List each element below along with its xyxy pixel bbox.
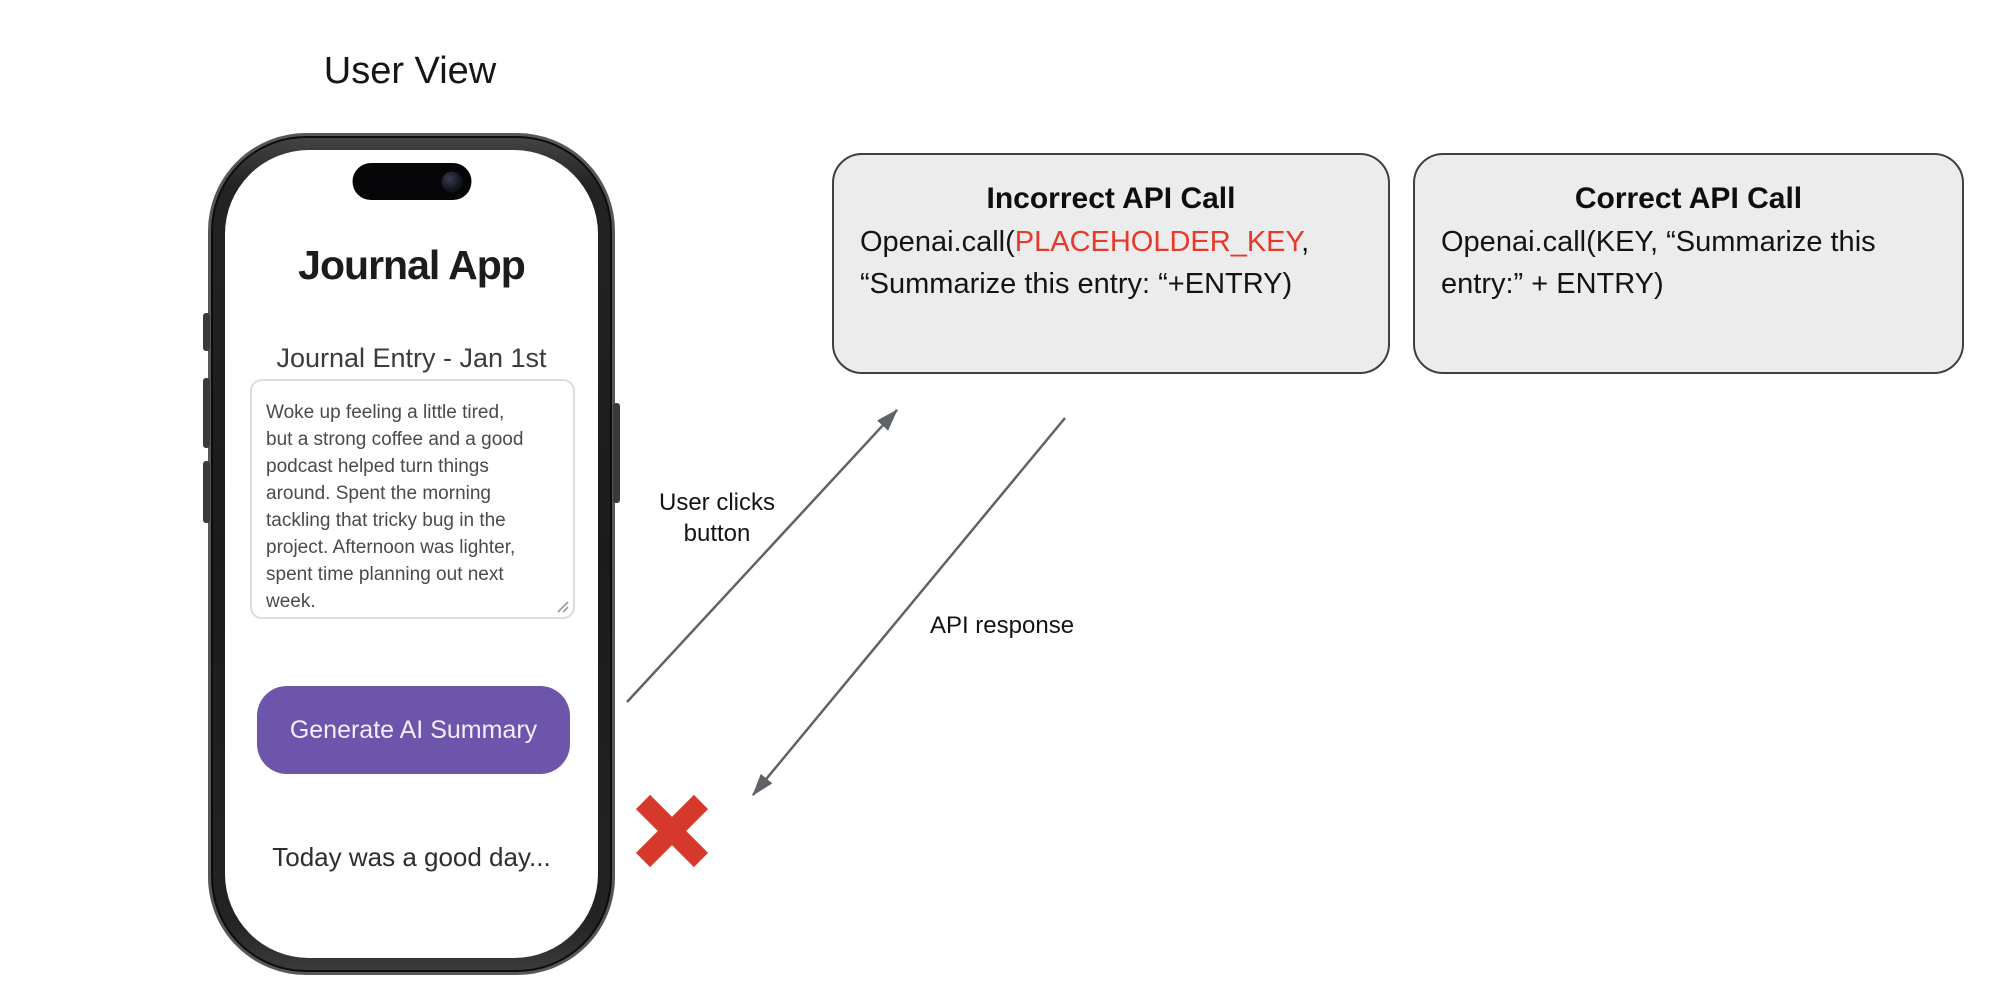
correct-code-line1: Openai.call(KEY, “Summarize this (1441, 226, 1876, 258)
phone-frame: Journal App Journal Entry - Jan 1st Woke… (203, 133, 620, 975)
api-response-label: API response (929, 612, 1075, 639)
placeholder-key-text: PLACEHOLDER_KEY (1014, 226, 1302, 258)
incorrect-api-call-code: Openai.call(PLACEHOLDER_KEY, “Summarize … (860, 221, 1362, 305)
journal-entry-textarea[interactable]: Woke up feeling a little tired, but a st… (250, 379, 575, 619)
camera-icon (441, 171, 462, 192)
error-x-icon (635, 794, 709, 868)
phone-volume-down-button (203, 461, 210, 523)
code-prefix: Openai.call( (860, 226, 1015, 258)
correct-api-call-title: Correct API Call (1574, 182, 1803, 215)
phone-action-button (203, 313, 210, 351)
incorrect-api-call-title: Incorrect API Call (986, 182, 1236, 215)
correct-api-call-code: Openai.call(KEY, “Summarize this entry:”… (1441, 221, 1936, 305)
phone-volume-up-button (203, 378, 210, 448)
user-clicks-label: User clicks button (642, 487, 792, 549)
generate-ai-summary-button[interactable]: Generate AI Summary (257, 686, 570, 774)
journal-entry-field-wrap: Woke up feeling a little tired, but a st… (250, 379, 575, 619)
user-clicks-label-line1: User clicks (658, 489, 775, 516)
user-clicks-arrow (626, 409, 898, 703)
incorrect-api-call-box: Incorrect API Call Openai.call(PLACEHOLD… (832, 153, 1390, 374)
incorrect-code-line2: “Summarize this entry: “+ENTRY) (860, 268, 1293, 300)
incorrect-code-line1: Openai.call(PLACEHOLDER_KEY, (860, 221, 1362, 263)
code-after-key: , (1301, 226, 1310, 258)
user-clicks-label-line2: button (683, 520, 751, 547)
dynamic-island (352, 163, 471, 200)
app-title: Journal App (298, 242, 526, 288)
journal-entry-label: Journal Entry - Jan 1st (276, 343, 547, 373)
phone-power-button (613, 403, 620, 503)
correct-api-call-box: Correct API Call Openai.call(KEY, “Summa… (1413, 153, 1964, 374)
api-response-arrow (752, 417, 1066, 796)
correct-code-line2: entry:” + ENTRY) (1441, 268, 1664, 300)
summary-preview-text: Today was a good day... (272, 842, 551, 872)
phone-screen: Journal App Journal Entry - Jan 1st Woke… (225, 150, 598, 958)
page-title: User View (323, 50, 497, 92)
